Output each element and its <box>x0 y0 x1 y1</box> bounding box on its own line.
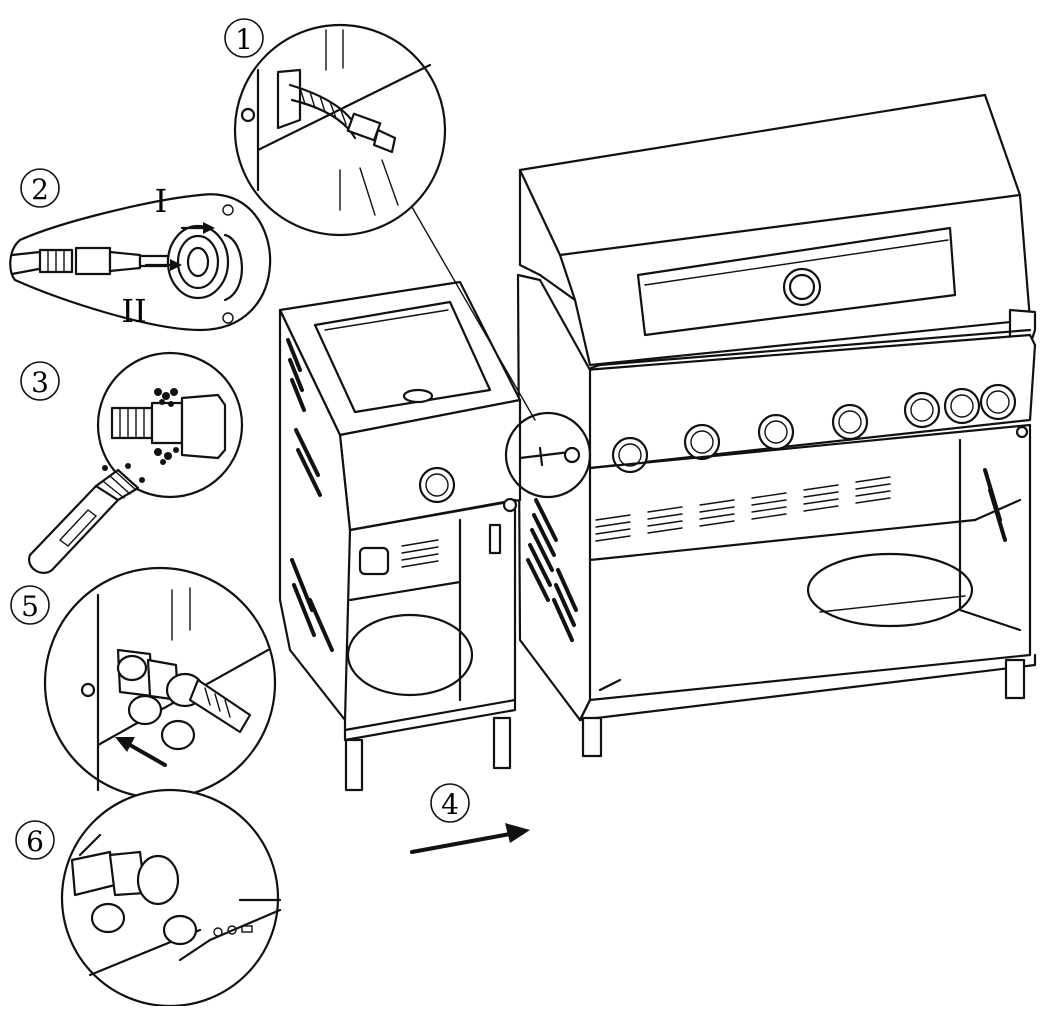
connection-highlight <box>504 411 592 499</box>
step-label-3: 3 <box>20 361 60 401</box>
step-number: 2 <box>31 173 49 206</box>
detail-circle-2 <box>9 193 272 332</box>
step-number: 6 <box>26 825 44 858</box>
detail-circle-1 <box>233 23 447 237</box>
arrow-right-icon <box>410 823 530 854</box>
arrow-right-icon <box>144 259 182 271</box>
grill-knobs <box>611 383 1017 474</box>
leader-line-1 <box>404 194 536 421</box>
front-vents <box>595 476 891 542</box>
step-number: 4 <box>441 788 459 821</box>
step-label-6: 6 <box>15 820 55 860</box>
step-number: 3 <box>31 366 49 399</box>
step-label-1: 1 <box>224 18 264 58</box>
roman-label-2: II <box>121 292 146 330</box>
step-number: 5 <box>21 590 39 623</box>
step-label-5: 5 <box>10 585 50 625</box>
cart-side-vents <box>286 338 334 652</box>
arrow-right-icon <box>180 222 215 234</box>
detail-circle-5 <box>43 566 277 800</box>
main-grill <box>516 93 1037 758</box>
cleaning-brush <box>28 463 145 574</box>
roman-label-1: I <box>155 182 168 220</box>
side-burner-cart <box>278 280 522 792</box>
detail-circle-6 <box>60 788 282 1008</box>
step-label-4: 4 <box>430 783 470 823</box>
step-label-2: 2 <box>20 168 60 208</box>
step-number: 1 <box>235 23 253 56</box>
side-vents <box>526 498 578 642</box>
arrow-left-icon <box>115 737 167 767</box>
detail-circle-3 <box>96 351 244 499</box>
